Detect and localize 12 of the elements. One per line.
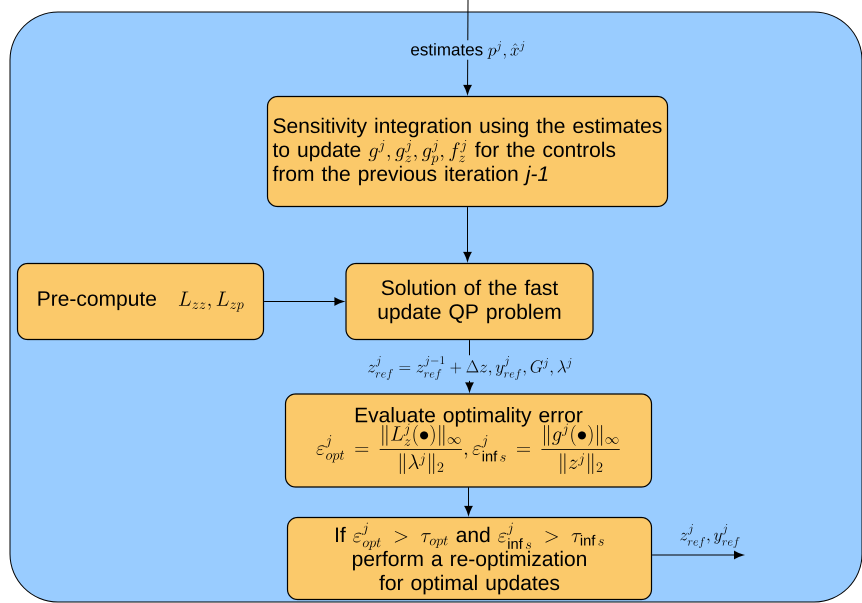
process-box: If $\varepsilon^j_{opt}>\tau_{opt}\text{ and }\varepsilon^j_{\inf s}>\tau_{\inf s}$ perform a re-optimization for optimal updates [286,516,652,600]
edge-label: $z^j_{ref}=z^{j-1}_{ref}+\Delta z, y^j_{ref}, G^j,\lambda^j$ [366,355,574,381]
process-box: Evaluate optimality error $\varepsilon^j_{opt}=\frac{\| L^j_z(\bullet)\|_\infty}{\|\lambda^j\|_2},\varepsilon^j_{\inf s}=\frac{\| g^j(\bullet)\|_\infty}{\| z^j\|_2}$ [284,393,652,488]
process-box: Pre-compute $L_{zz}, L_{zp}$ [16,262,264,340]
arrow [464,487,473,516]
arrow [264,297,344,306]
arrow [463,206,472,262]
edge-label: $z^j_{ref}, y^j_{ref}$ [678,523,742,549]
edge-label: $\text{estimates } p^j,\hat{x}^j$ [409,40,527,60]
arrow [652,550,744,560]
process-box: Sensitivity integration using the estimates to update $g^j, g^j_z, g^j_p, f^j_z$ for the controls from the previous iteration j-1 [266,96,668,208]
process-box: Solution of the fast update QP problem [345,262,594,340]
